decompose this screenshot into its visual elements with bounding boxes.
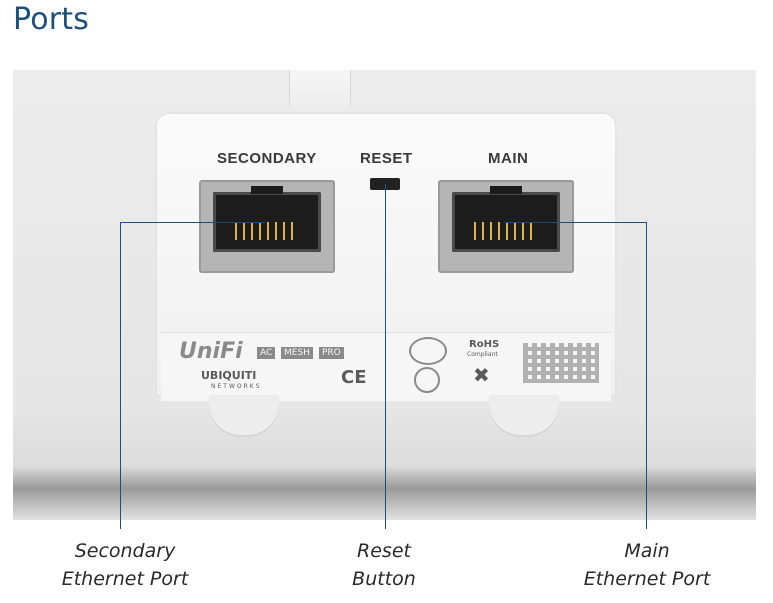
- port-pins: [235, 222, 299, 240]
- main-port-caption: Main Ethernet Port: [562, 537, 732, 593]
- main-ethernet-port: [438, 180, 574, 273]
- mount-foot-left: [209, 395, 279, 437]
- ce-mark: CE: [341, 367, 367, 388]
- secondary-ethernet-port: [199, 180, 335, 273]
- caption-line: Button: [352, 568, 416, 590]
- networks-wordmark: NETWORKS: [211, 383, 262, 390]
- ac-badge: AC: [257, 347, 276, 359]
- caption-line: Main: [624, 540, 670, 562]
- page-title: Ports: [13, 2, 90, 37]
- caption-line: Ethernet Port: [583, 568, 711, 590]
- pro-badge: PRO: [319, 347, 344, 359]
- ubiquiti-wordmark: UBIQUITI: [201, 369, 257, 382]
- main-leader-h: [505, 222, 647, 223]
- rcm-mark-icon: [409, 337, 447, 365]
- caption-line: Ethernet Port: [61, 568, 189, 590]
- qr-code-icon: [523, 343, 599, 383]
- weee-bin-icon: ✖: [473, 363, 490, 387]
- secondary-leader-v: [120, 222, 121, 529]
- port-pins: [474, 222, 538, 240]
- rohs-mark: RoHS: [469, 339, 500, 350]
- rohs-compliant-text: Compliant: [467, 351, 498, 358]
- device-photo: SECONDARY RESET MAIN UniFi AC MESH PRO U…: [13, 70, 756, 520]
- secondary-port-caption: Secondary Ethernet Port: [40, 537, 210, 593]
- secondary-leader-h: [120, 222, 265, 223]
- secondary-port-label: SECONDARY: [217, 150, 317, 167]
- main-port-label: MAIN: [488, 150, 529, 167]
- unifi-logo: UniFi: [179, 339, 243, 364]
- reset-button-caption: Reset Button: [314, 537, 454, 593]
- power-mark-icon: [414, 367, 440, 393]
- caption-line: Secondary: [74, 540, 176, 562]
- mount-foot-right: [489, 395, 559, 437]
- mesh-badge: MESH: [281, 347, 313, 359]
- mount-tab: [289, 70, 351, 106]
- reset-label: RESET: [360, 150, 413, 167]
- main-leader-v: [646, 222, 647, 529]
- reset-leader-v: [385, 184, 386, 529]
- caption-line: Reset: [357, 540, 411, 562]
- regulatory-label: UniFi AC MESH PRO UBIQUITI NETWORKS CE R…: [161, 332, 611, 401]
